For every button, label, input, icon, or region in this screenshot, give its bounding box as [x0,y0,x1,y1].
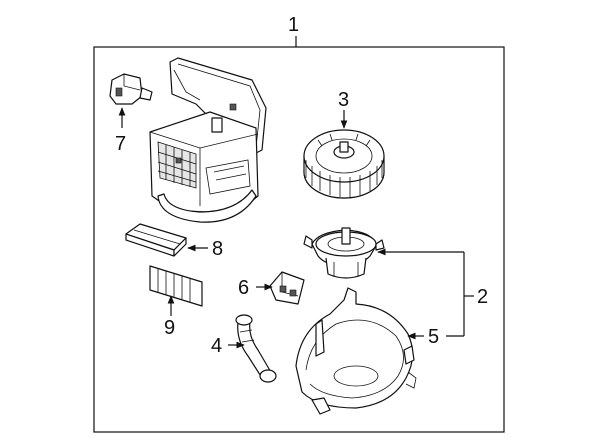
callout-8-label: 8 [212,238,223,260]
callout-6-label: 6 [238,277,249,299]
part-8-air-filter [125,223,187,257]
callout-4-label: 4 [211,335,222,357]
part-9-filter-media [149,265,203,307]
blower-case-housing [149,57,267,223]
part-6-resistor [269,271,305,305]
part-5-lower-case [295,287,417,415]
callout-9-label: 9 [164,317,175,339]
part-4-hose [235,314,277,383]
callout-7-label: 7 [115,133,126,155]
blower-motor [303,227,385,279]
callout-5-label: 5 [428,326,439,348]
part-7-actuator [109,73,153,105]
callout-2-label: 2 [477,286,488,308]
callout-3-label: 3 [338,89,349,111]
part-3-blower-wheel [303,129,385,199]
callout-1-label: 1 [288,14,299,36]
assembly-frame [93,46,505,433]
